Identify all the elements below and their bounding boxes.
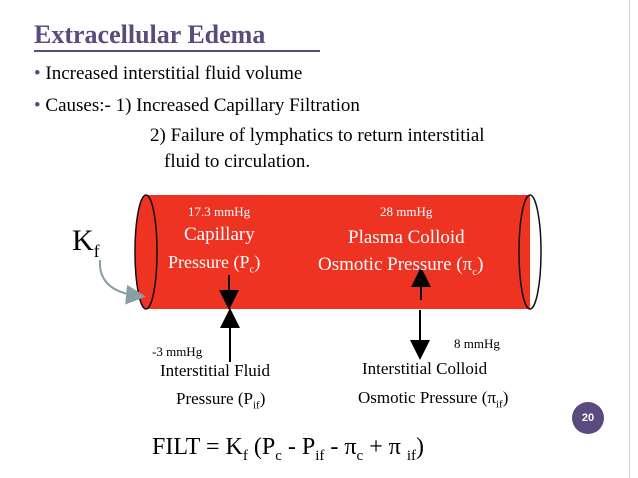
- cause-2-line-1: 2) Failure of lymphatics to return inter…: [150, 125, 485, 146]
- title-underline: [34, 50, 320, 52]
- bullet-text: Causes:- 1) Increased Capillary Filtrati…: [45, 95, 360, 116]
- bullet-causes: • Causes:- 1) Increased Capillary Filtra…: [34, 94, 360, 118]
- filtration-formula: FILT = Kf (Pc - Pif - πc + π if): [152, 434, 425, 464]
- interstitial-colloid-label-1: Interstitial Colloid: [362, 359, 488, 378]
- capillary-pressure-value: 17.3 mmHg: [188, 204, 251, 219]
- plasma-colloid-value: 28 mmHg: [380, 204, 433, 219]
- capillary-tube-left-end: [134, 194, 158, 310]
- interstitial-fluid-label-1: Interstitial Fluid: [160, 361, 271, 380]
- capillary-tube-body: [146, 195, 530, 309]
- interstitial-colloid-value: 8 mmHg: [454, 336, 500, 351]
- interstitial-colloid-label-2: Osmotic Pressure (πif): [358, 388, 509, 411]
- interstitial-fluid-value: -3 mmHg: [152, 344, 203, 359]
- bullet-text: Increased interstitial fluid volume: [45, 63, 303, 84]
- bullet-increased-volume: • Increased interstitial fluid volume: [34, 62, 302, 86]
- capillary-pressure-label-1: Capillary: [184, 224, 255, 245]
- kf-curved-arrow: [98, 259, 146, 305]
- capillary-tube-right-end: [518, 194, 542, 310]
- slide-border: [629, 0, 630, 478]
- capillary-pressure-label-2: Pressure (Pc): [168, 252, 261, 276]
- plasma-colloid-label-2: Osmotic Pressure (πc): [318, 254, 484, 278]
- page-number-badge: 20: [572, 402, 604, 434]
- kf-label: Kf: [72, 224, 100, 261]
- bullet-marker: •: [34, 63, 41, 84]
- bullet-marker: •: [34, 95, 41, 116]
- plasma-colloid-label-1: Plasma Colloid: [348, 227, 465, 248]
- slide-title: Extracellular Edema: [34, 20, 266, 49]
- interstitial-fluid-label-2: Pressure (Pif): [176, 389, 266, 412]
- cause-2-line-2: fluid to circulation.: [164, 151, 311, 172]
